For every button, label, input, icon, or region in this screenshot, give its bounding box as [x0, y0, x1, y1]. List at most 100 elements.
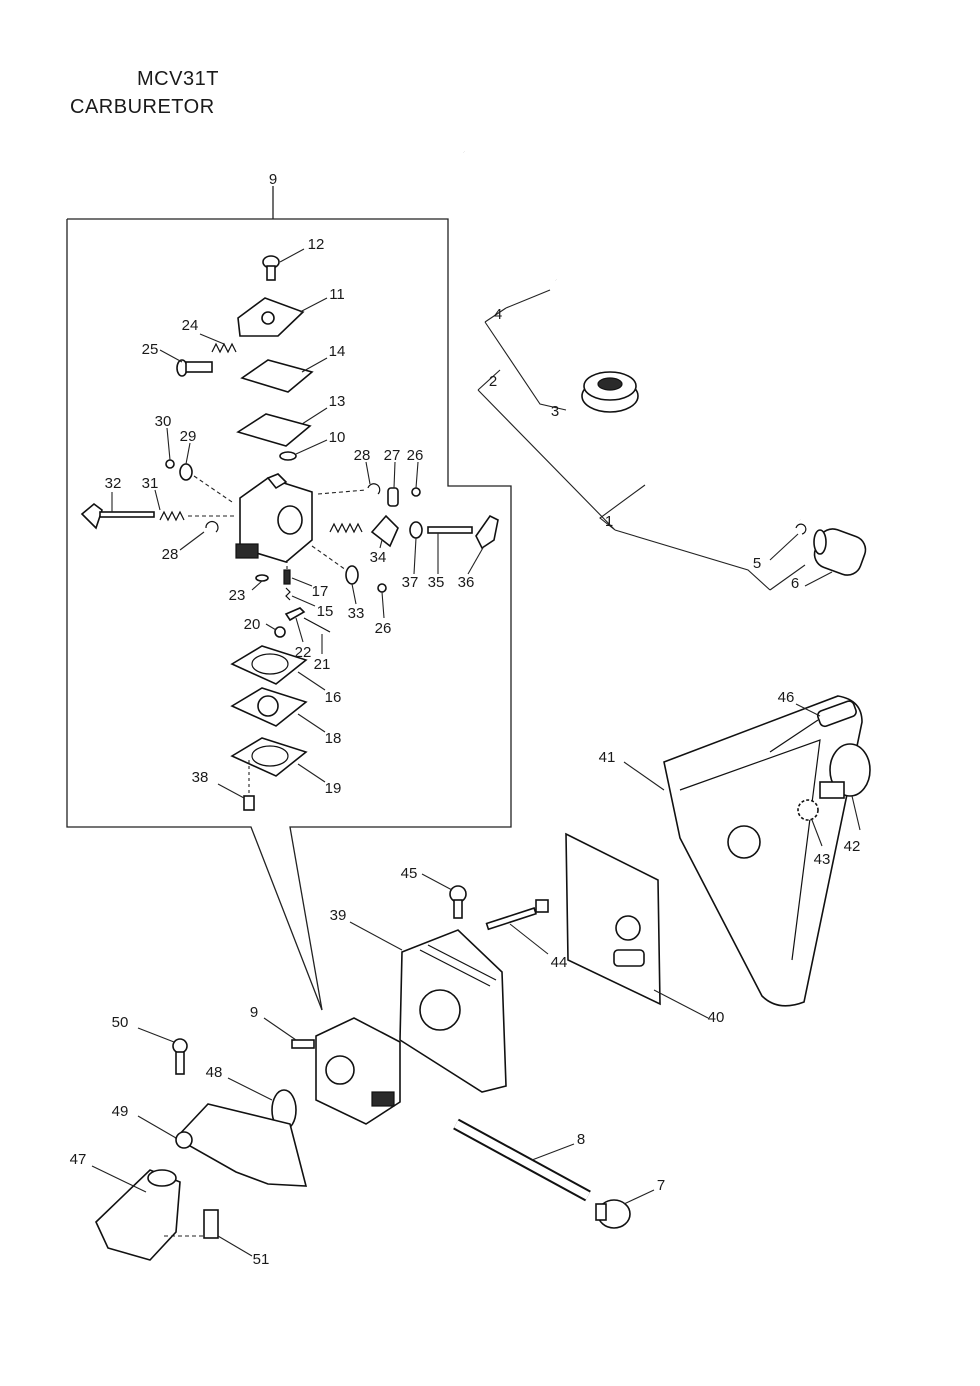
throttle-plate-29 — [179, 442, 233, 503]
callout-13: 13 — [329, 393, 346, 410]
callout-51: 51 — [253, 1251, 270, 1268]
callout-10: 10 — [329, 429, 346, 446]
callout-37: 37 — [402, 574, 419, 591]
callout-41: 41 — [599, 749, 616, 766]
callout-32: 32 — [105, 475, 122, 492]
callout-20: 20 — [244, 616, 261, 633]
callout-3: 3 — [551, 403, 559, 420]
clip-28-left — [179, 520, 219, 551]
screw-51 — [164, 1209, 253, 1257]
callout-30: 30 — [155, 413, 172, 430]
bolt-44 — [485, 899, 549, 955]
callout-50: 50 — [112, 1014, 129, 1031]
screw-26-top — [411, 461, 421, 497]
callout-26: 26 — [407, 447, 424, 464]
callout-6: 6 — [791, 575, 799, 592]
callout-14: 14 — [329, 343, 346, 360]
carburetor-body — [235, 473, 313, 563]
callout-1: 1 — [605, 513, 613, 530]
callout-9: 9 — [250, 1004, 258, 1021]
knob-42 — [819, 743, 871, 831]
diaphragm-14 — [240, 357, 328, 393]
gasket-48 — [227, 1077, 297, 1131]
model-title: MCV31T — [137, 68, 219, 90]
callout-4: 4 — [494, 306, 502, 323]
air-filter-40 — [565, 832, 709, 1019]
carburetor-9-assembled — [263, 1017, 401, 1125]
screw-45 — [421, 873, 467, 919]
callout-2: 2 — [489, 373, 497, 390]
callout-40: 40 — [708, 1009, 725, 1026]
callout-33: 33 — [348, 605, 365, 622]
throttle-shaft-32 — [80, 492, 155, 530]
callout-46: 46 — [778, 689, 795, 706]
knob-46 — [769, 700, 857, 753]
callout-16: 16 — [325, 689, 342, 706]
spring-34 — [329, 514, 399, 549]
diaphragm-18 — [230, 687, 326, 733]
screw-25 — [159, 349, 213, 377]
callout-45: 45 — [401, 865, 418, 882]
callout-27: 27 — [384, 447, 401, 464]
callout-28: 28 — [162, 546, 179, 563]
callout-24: 24 — [182, 317, 199, 334]
choke-plate-33 — [311, 545, 359, 605]
callout-22: 22 — [295, 644, 312, 661]
callout-5: 5 — [753, 555, 761, 572]
callout-9: 9 — [269, 171, 277, 188]
screw-38 — [217, 760, 255, 811]
callout-42: 42 — [844, 838, 861, 855]
screw-50 — [137, 1027, 188, 1075]
fuel-pipe-8 — [453, 1118, 591, 1202]
callout-7: 7 — [657, 1177, 665, 1194]
callout-26: 26 — [375, 620, 392, 637]
callout-23: 23 — [229, 587, 246, 604]
screw-30 — [165, 427, 175, 469]
callout-15: 15 — [317, 603, 334, 620]
lock-washer-43 — [797, 799, 823, 847]
callout-49: 49 — [112, 1103, 129, 1120]
callout-8: 8 — [577, 1131, 585, 1148]
callout-39: 39 — [330, 907, 347, 924]
callout-47: 47 — [70, 1151, 87, 1168]
callout-48: 48 — [206, 1064, 223, 1081]
spring-15 — [285, 587, 316, 607]
needle-17 — [283, 560, 313, 587]
washer-37 — [409, 521, 423, 575]
callout-18: 18 — [325, 730, 342, 747]
intake-pipe-47 — [91, 1165, 181, 1261]
clip-5 — [769, 523, 807, 561]
lever-22 — [284, 607, 306, 643]
primer-bulb-7 — [595, 1189, 655, 1229]
callout-28: 28 — [354, 447, 371, 464]
callout-43: 43 — [814, 851, 831, 868]
pin-21 — [303, 617, 331, 654]
callout-12: 12 — [308, 236, 325, 253]
callout-44: 44 — [551, 954, 568, 971]
choke-lever-36 — [467, 514, 499, 575]
spring-31 — [154, 489, 234, 522]
callout-25: 25 — [142, 341, 159, 358]
callout-35: 35 — [428, 574, 445, 591]
air-cleaner-cover-41 — [623, 695, 863, 1007]
cover-19 — [230, 737, 326, 783]
screw-26-bottom — [377, 583, 387, 619]
gasket-16 — [230, 645, 326, 691]
callout-36: 36 — [458, 574, 475, 591]
callout-38: 38 — [192, 769, 209, 786]
section-title: CARBURETOR — [70, 96, 215, 118]
callout-29: 29 — [180, 428, 197, 445]
choke-shaft-35 — [427, 526, 473, 574]
callout-11: 11 — [329, 286, 345, 303]
pump-cover-11 — [237, 297, 328, 337]
screw-12 — [262, 248, 305, 281]
callout-31: 31 — [142, 475, 159, 492]
screw-20 — [265, 623, 286, 638]
fuel-filter-6 — [804, 528, 867, 587]
screen-10 — [279, 439, 328, 461]
clip-28-right — [317, 461, 381, 495]
callout-21: 21 — [314, 656, 331, 673]
fuel-line-assembly — [460, 150, 806, 591]
